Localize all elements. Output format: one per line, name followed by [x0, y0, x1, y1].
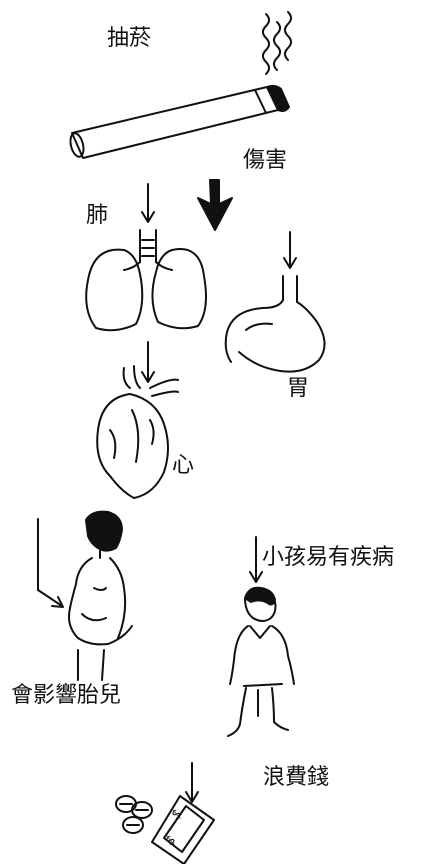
lungs-icon	[85, 229, 207, 332]
heart-icon	[96, 365, 179, 499]
arrow-to-stomach-icon	[283, 231, 297, 269]
banknote-icon: $ $	[151, 795, 215, 864]
cigarette-icon	[69, 84, 290, 159]
svg-text:$: $	[169, 806, 185, 823]
smoke-icon	[262, 11, 292, 75]
label-affects-fetus: 會影響胎兒	[11, 683, 122, 708]
arrow-to-heart-icon	[141, 341, 155, 383]
label-waste-money: 浪費錢	[263, 765, 330, 790]
label-children-illness: 小孩易有疾病	[262, 545, 395, 570]
child-icon	[227, 586, 295, 737]
label-lungs: 肺	[86, 203, 109, 228]
arrow-to-money-icon	[185, 762, 199, 803]
arrow-to-fetus-icon	[37, 518, 64, 608]
stomach-icon	[224, 275, 326, 373]
coins-icon	[115, 795, 153, 834]
label-harm: 傷害	[243, 148, 288, 173]
arrow-to-child-icon	[249, 536, 263, 583]
down-arrow-icon	[197, 179, 233, 231]
pregnant-woman-icon	[68, 510, 133, 681]
label-smoking: 抽菸	[107, 26, 152, 51]
arrow-to-lungs-icon	[141, 183, 155, 223]
label-heart: 心	[172, 453, 195, 478]
label-stomach: 胃	[287, 376, 310, 401]
